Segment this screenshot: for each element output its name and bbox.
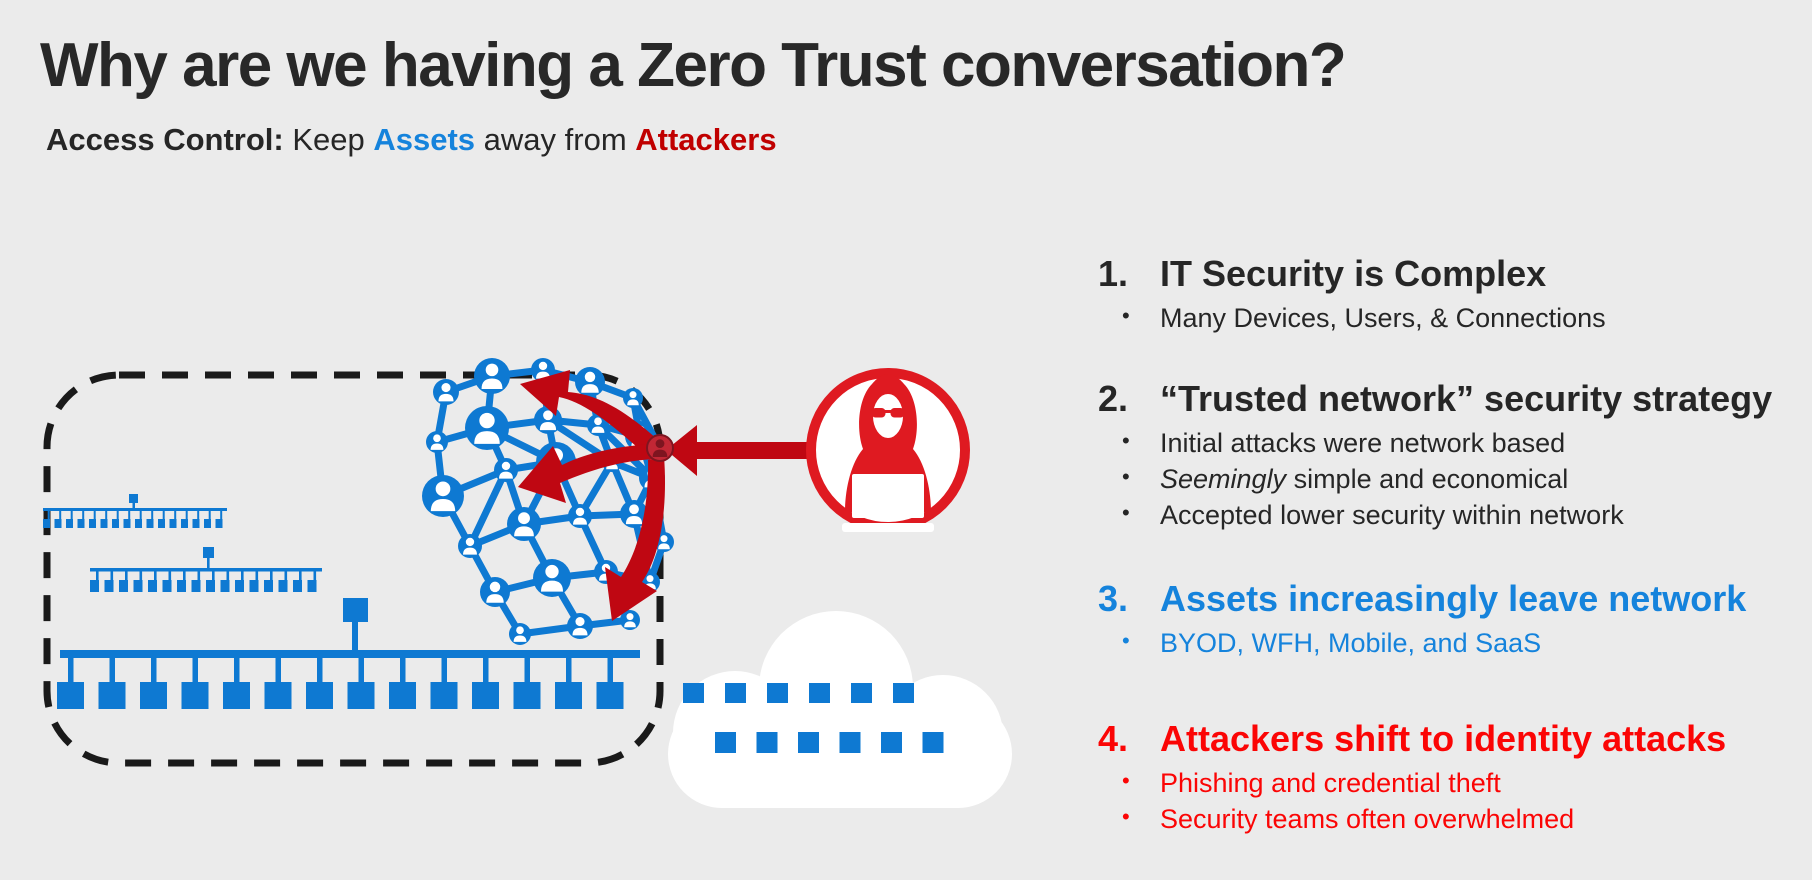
list-item: • Initial attacks were network based <box>1098 426 1798 462</box>
bullet-glyph: • <box>1122 303 1130 329</box>
point-identity-attacks: 4. Attackers shift to identity attacks •… <box>1098 717 1798 838</box>
point-title: Assets increasingly leave network <box>1160 578 1747 619</box>
point-trusted-network-strategy: 2. “Trusted network” security strategy •… <box>1098 377 1798 534</box>
bullet-text: Seemingly simple and economical <box>1160 462 1568 498</box>
list-item: • Many Devices, Users, & Connections <box>1098 301 1798 337</box>
slide-subtitle: Access Control: Keep Assets away from At… <box>46 122 1246 158</box>
subtitle-assets: Assets <box>373 122 476 157</box>
list-item: • BYOD, WFH, Mobile, and SaaS <box>1098 626 1798 662</box>
point-it-security-complex: 1. IT Security is Complex • Many Devices… <box>1098 252 1798 337</box>
org-chart-large <box>57 598 640 709</box>
bullet-glyph: • <box>1122 804 1130 830</box>
point-number: 3. <box>1098 578 1129 619</box>
bullet-text: Many Devices, Users, & Connections <box>1160 303 1606 334</box>
bullet-text: BYOD, WFH, Mobile, and SaaS <box>1160 628 1542 659</box>
subtitle-attackers: Attackers <box>635 122 777 157</box>
cloud-assets-row-bottom <box>715 732 964 753</box>
subtitle-away-from: away from <box>475 122 636 157</box>
subtitle-keep: Keep <box>292 122 374 157</box>
point-title: IT Security is Complex <box>1160 253 1547 294</box>
bullet-text-rest: simple and economical <box>1286 464 1569 495</box>
bullet-text: Phishing and credential theft <box>1160 768 1501 799</box>
bullet-glyph: • <box>1122 464 1130 490</box>
point-title: Attackers shift to identity attacks <box>1160 718 1727 760</box>
page-title: Why are we having a Zero Trust conversat… <box>40 31 1347 100</box>
key-points-list: 1. IT Security is Complex • Many Devices… <box>1098 252 1798 838</box>
bullet-text: Accepted lower security within network <box>1160 500 1624 531</box>
bullet-glyph: • <box>1122 428 1130 454</box>
list-item: • Accepted lower security within network <box>1098 498 1798 534</box>
bullet-text: Initial attacks were network based <box>1160 428 1566 459</box>
attacker-icon <box>806 368 970 532</box>
point-number: 2. <box>1098 378 1129 420</box>
cloud-assets-row-top <box>683 683 935 703</box>
bullet-glyph: • <box>1122 628 1130 654</box>
compromised-node-icon <box>646 434 674 462</box>
bullet-glyph: • <box>1122 500 1130 526</box>
bullet-text: Security teams often overwhelmed <box>1160 804 1575 835</box>
point-number: 4. <box>1098 718 1129 760</box>
point-title: “Trusted network” security strategy <box>1160 378 1773 420</box>
list-item: • Seemingly simple and economical <box>1098 462 1798 498</box>
org-chart-small-2 <box>90 547 322 592</box>
point-number: 1. <box>1098 253 1129 294</box>
attack-arrow-straight <box>666 425 807 476</box>
trusted-network-boundary <box>43 371 664 767</box>
subtitle-access-control: Access Control: <box>46 122 293 157</box>
attack-spread-arrows <box>518 370 666 621</box>
list-item: • Security teams often overwhelmed <box>1098 802 1798 838</box>
bullet-glyph: • <box>1122 768 1130 794</box>
org-chart-small-1 <box>43 494 227 528</box>
point-assets-leave-network: 3. Assets increasingly leave network • B… <box>1098 577 1798 662</box>
zero-trust-diagram <box>43 358 1012 808</box>
list-item: • Phishing and credential theft <box>1098 766 1798 802</box>
bullet-italic-lead: Seemingly <box>1160 464 1287 495</box>
cloud-icon <box>668 611 1012 808</box>
